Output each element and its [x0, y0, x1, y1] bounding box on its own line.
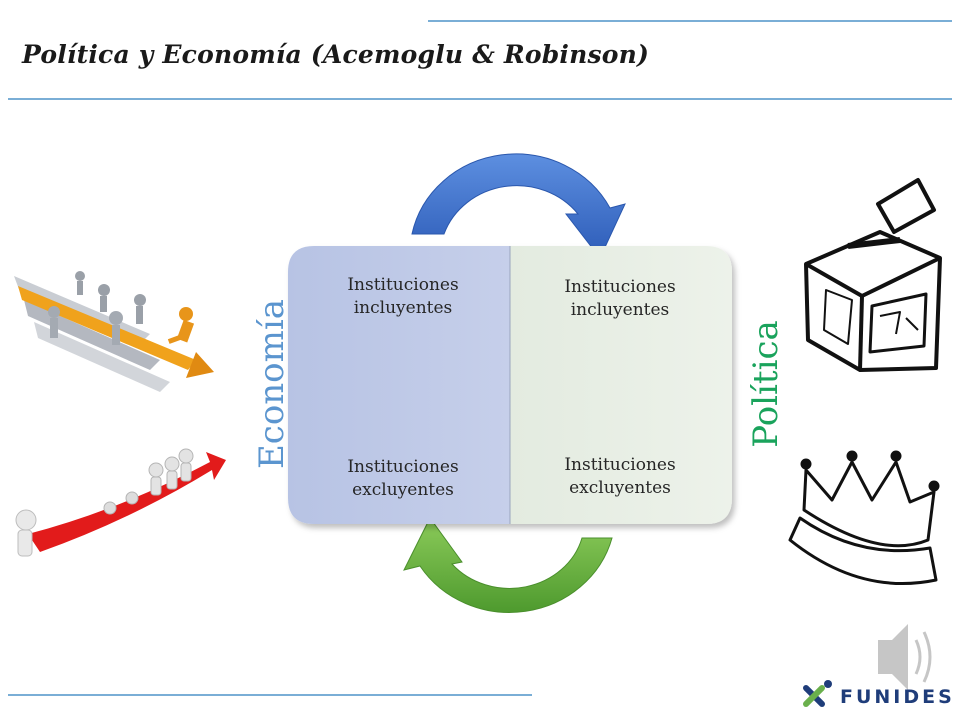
bottom-rule — [8, 694, 532, 696]
left-top-label: Instituciones incluyentes — [347, 275, 459, 318]
bottom-cycle-arrow — [403, 517, 613, 613]
crown-icon — [788, 450, 940, 586]
speaker-icon — [878, 624, 932, 690]
people-climbing-red-arrow-icon — [15, 448, 226, 557]
runners-on-arrows-icon — [14, 271, 214, 392]
funides-logo-text: FUNIDES — [840, 686, 955, 708]
top-rule — [428, 20, 952, 22]
slide-title: Política y Economía (Acemoglu & Robinson… — [22, 40, 650, 69]
politica-axis-label: Política — [746, 320, 786, 448]
right-bottom-label: Instituciones excluyentes — [564, 455, 676, 498]
top-cycle-arrow — [411, 153, 626, 259]
right-top-label: Instituciones incluyentes — [564, 277, 676, 320]
title-underline — [8, 98, 952, 100]
left-bottom-label: Instituciones excluyentes — [347, 457, 459, 500]
economia-axis-label: Economía — [252, 298, 292, 470]
ballot-box-icon — [804, 178, 942, 372]
institutions-matrix — [288, 246, 732, 524]
funides-logo-icon — [803, 680, 832, 707]
